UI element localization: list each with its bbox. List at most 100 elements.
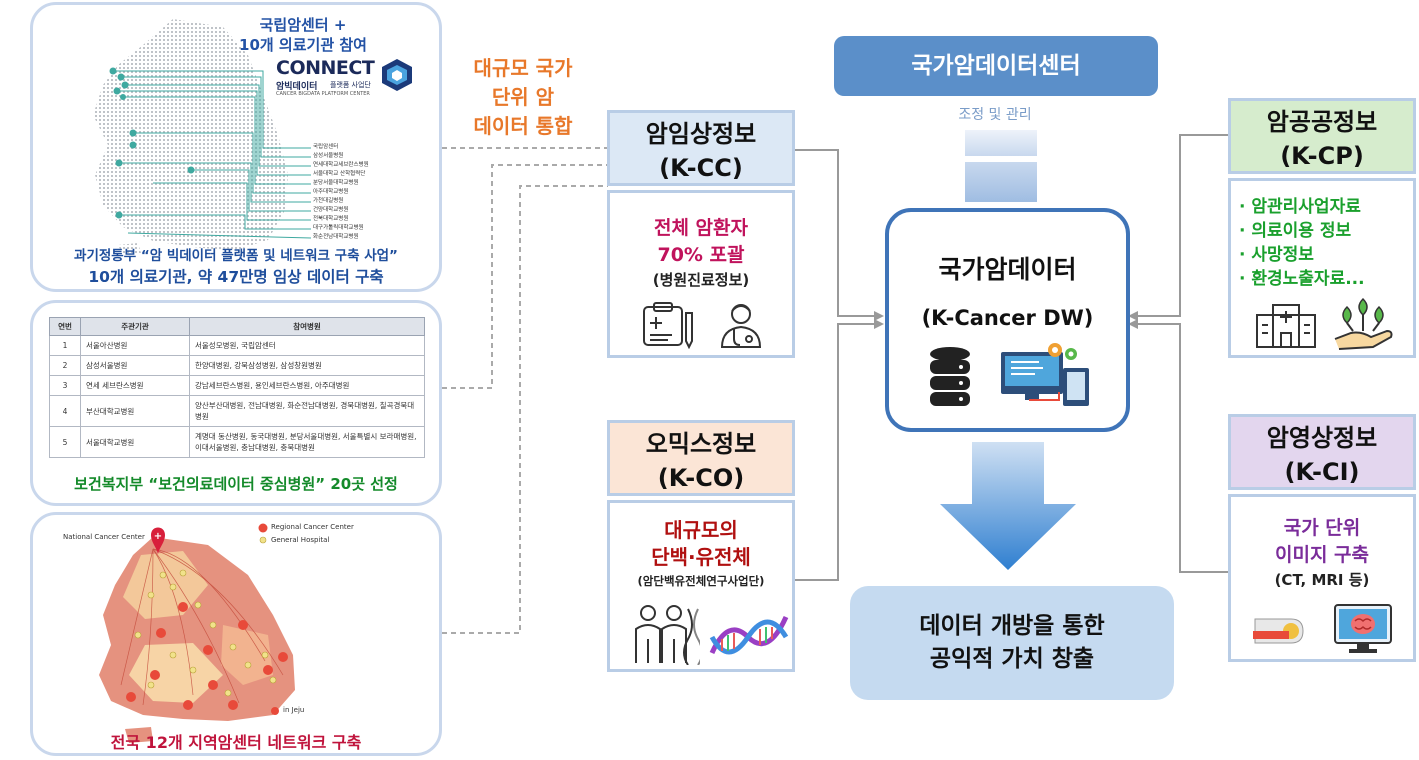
coordination-bar-top: [965, 130, 1037, 156]
hospital-item: 가천대길병원: [313, 198, 344, 204]
integration-label: 대규모 국가 단위 암 데이터 통합: [448, 54, 598, 141]
kco-desc-line1: 대규모의: [664, 518, 738, 542]
connect-logo-sub3: CANCER BIGDATA PLATFORM CENTER: [276, 91, 370, 97]
dashed-connector-table: [442, 164, 608, 389]
table-cell: 서울아산병원: [80, 335, 190, 356]
dashed-connector-regional: [442, 185, 608, 634]
connect-logo-text: CONNECT: [276, 57, 375, 79]
kci-header-line1: 암영상정보: [1266, 424, 1378, 452]
table-cell: 5: [49, 426, 81, 458]
solid-connector-kcp: [1134, 134, 1228, 317]
dw-title: 국가암데이터: [938, 255, 1077, 284]
hospital-item: 삼성서울병원: [313, 153, 344, 159]
connect-logo-sub: 암빅데이터: [276, 82, 318, 92]
kcc-header-line1: 암임상정보: [645, 120, 757, 148]
connect-title-line2: 10개 의료기관 참여: [239, 36, 367, 54]
table-cell: 서울성모병원, 국립암센터: [189, 335, 425, 356]
kcc-header-line2: (K-CC): [659, 154, 743, 182]
kci-desc-line1: 국가 단위: [1283, 517, 1361, 539]
table-cell: 강남세브란스병원, 용인세브란스병원, 아주대병원: [189, 375, 425, 396]
connect-cube-icon: [382, 59, 412, 91]
hospital-table-panel: 연번 주관기관 참여병원 1 서울아산병원 서울성모병원, 국립암센터 2 삼성…: [30, 300, 442, 506]
plant-hand-icon: [1334, 297, 1393, 350]
hospital-item: 전북대학교병원: [313, 216, 349, 222]
connect-caption-2: 10개 의료기관, 약 47만명 임상 데이터 구축: [88, 268, 384, 286]
center-banner: 국가암데이터센터: [834, 36, 1158, 96]
doctor-icon: [720, 304, 762, 348]
kci-header: 암영상정보 (K-CI): [1228, 414, 1416, 490]
kcp-header-line1: 암공공정보: [1266, 108, 1378, 136]
kco-body: 대규모의 단백·유전체 (암단백유전체연구사업단): [607, 500, 795, 672]
hospital-item: 국립암센터: [313, 144, 339, 150]
kcp-item: · 환경노출자료...: [1239, 269, 1365, 289]
kco-header: 오믹스정보 (K-CO): [607, 420, 795, 496]
table-cell: 연세 세브란스병원: [80, 375, 190, 396]
kcp-header-line2: (K-CP): [1280, 142, 1364, 170]
table-cell: 2: [49, 355, 81, 376]
connect-logo-sub2: 플랫폼 사업단: [330, 81, 371, 89]
hospital-item: 아주대학교병원: [313, 189, 349, 195]
integration-label-line: 데이터 통합: [473, 114, 573, 138]
computer-icon: [1001, 343, 1089, 406]
outcome-box: 데이터 개방을 통한 공익적 가치 창출: [850, 586, 1174, 700]
kcc-header: 암임상정보 (K-CC): [607, 110, 795, 186]
arrowhead-kcp: [1128, 311, 1138, 321]
kcc-body: 전체 암환자 70% 포괄 (병원진료정보): [607, 190, 795, 358]
kcp-body: · 암관리사업자료 · 의료이용 정보 · 사망정보 · 환경노출자료...: [1228, 178, 1416, 358]
kci-desc-line3: (CT, MRI 등): [1274, 571, 1370, 589]
table-cell: 한양대병원, 강북삼성병원, 삼성창원병원: [189, 355, 425, 376]
legend-general: General Hospital: [271, 536, 330, 544]
hospital-item: 서울대학교 산학협력단: [313, 171, 366, 177]
kcp-item: · 사망정보: [1239, 245, 1314, 265]
ct-scanner-icon: [1253, 618, 1304, 644]
table-row: 5 서울대학교병원 계명대 동산병원, 동국대병원, 분당서울대병원, 서울특별…: [49, 426, 425, 458]
kcp-item: · 의료이용 정보: [1239, 221, 1352, 241]
arrowhead-kcc: [874, 311, 884, 321]
connect-hospital-list: 국립암센터 삼성서울병원 연세대학교세브란스병원 서울대학교 산학협력단 분당서…: [313, 143, 369, 242]
coordination-label: 조정 및 관리: [958, 107, 1032, 123]
connect-logo: CONNECT 암빅데이터 플랫폼 사업단 CANCER BIGDATA PLA…: [276, 57, 416, 103]
solid-connector-kcc: [795, 149, 880, 317]
arrowhead-kco: [874, 319, 884, 329]
hospital-item: 화순전남대학교병원: [313, 234, 359, 240]
table-cell: 서울대학교병원: [80, 426, 190, 458]
dna-icon: [709, 615, 789, 655]
jeju-label: in Jeju: [283, 706, 305, 714]
solid-connector-kco: [795, 323, 880, 581]
k-cancer-dw-box: 국가암데이터 (K-Cancer DW): [885, 208, 1130, 432]
table-cell: 계명대 동산병원, 동국대병원, 분당서울대병원, 서울특별시 보라매병원, 이…: [189, 426, 425, 458]
kcc-desc-line1: 전체 암환자: [653, 217, 748, 239]
hospital-item: 건양대학교병원: [313, 207, 349, 213]
integration-label-line: 단위 암: [491, 85, 555, 109]
connect-panel: 국립암센터 + 10개 의료기관 참여 CONNECT 암빅데이터 플랫폼 사업…: [30, 2, 442, 292]
hospital-item: 대구가톨릭대학교병원: [313, 225, 364, 231]
brain-monitor-icon: [1334, 604, 1392, 653]
hospital-link-lines: [109, 67, 312, 239]
kcp-item: · 암관리사업자료: [1239, 197, 1361, 217]
table-row: 1 서울아산병원 서울성모병원, 국립암센터: [49, 335, 425, 356]
table-cell: 삼성서울병원: [80, 355, 190, 376]
kcc-desc-line2: 70% 포괄: [657, 244, 745, 266]
solid-connector-kci: [1134, 323, 1228, 573]
arrowhead-kci: [1128, 319, 1138, 329]
people-icon: [635, 605, 700, 665]
clipboard-icon: [643, 302, 693, 349]
table-cell: 1: [49, 335, 81, 356]
kcp-items: · 암관리사업자료 · 의료이용 정보 · 사망정보 · 환경노출자료...: [1239, 195, 1413, 291]
kco-desc-line3: (암단백유전체연구사업단): [637, 574, 765, 588]
kco-header-line1: 오믹스정보: [645, 430, 757, 458]
kci-desc-line2: 이미지 구축: [1274, 544, 1369, 566]
connect-caption-1: 과기정통부 “암 빅데이터 플랫폼 및 네트워크 구축 사업”: [74, 248, 398, 264]
table-row: 2 삼성서울병원 한양대병원, 강북삼성병원, 삼성창원병원: [49, 355, 425, 376]
kco-header-line2: (K-CO): [657, 464, 745, 492]
table-cell: 3: [49, 375, 81, 396]
hospital-item: 연세대학교세브란스병원: [313, 162, 369, 168]
outcome-line1: 데이터 개방을 통한: [919, 613, 1105, 639]
hospital-table-wrapper: 연번 주관기관 참여병원 1 서울아산병원 서울성모병원, 국립암센터 2 삼성…: [49, 317, 425, 458]
ncc-marker: [151, 527, 165, 555]
hospital-item: 분당서울대학교병원: [313, 180, 359, 186]
legend-regional: Regional Cancer Center: [271, 523, 354, 531]
connect-title-line1: 국립암센터 +: [259, 16, 347, 34]
table-header: 참여병원: [189, 317, 425, 336]
